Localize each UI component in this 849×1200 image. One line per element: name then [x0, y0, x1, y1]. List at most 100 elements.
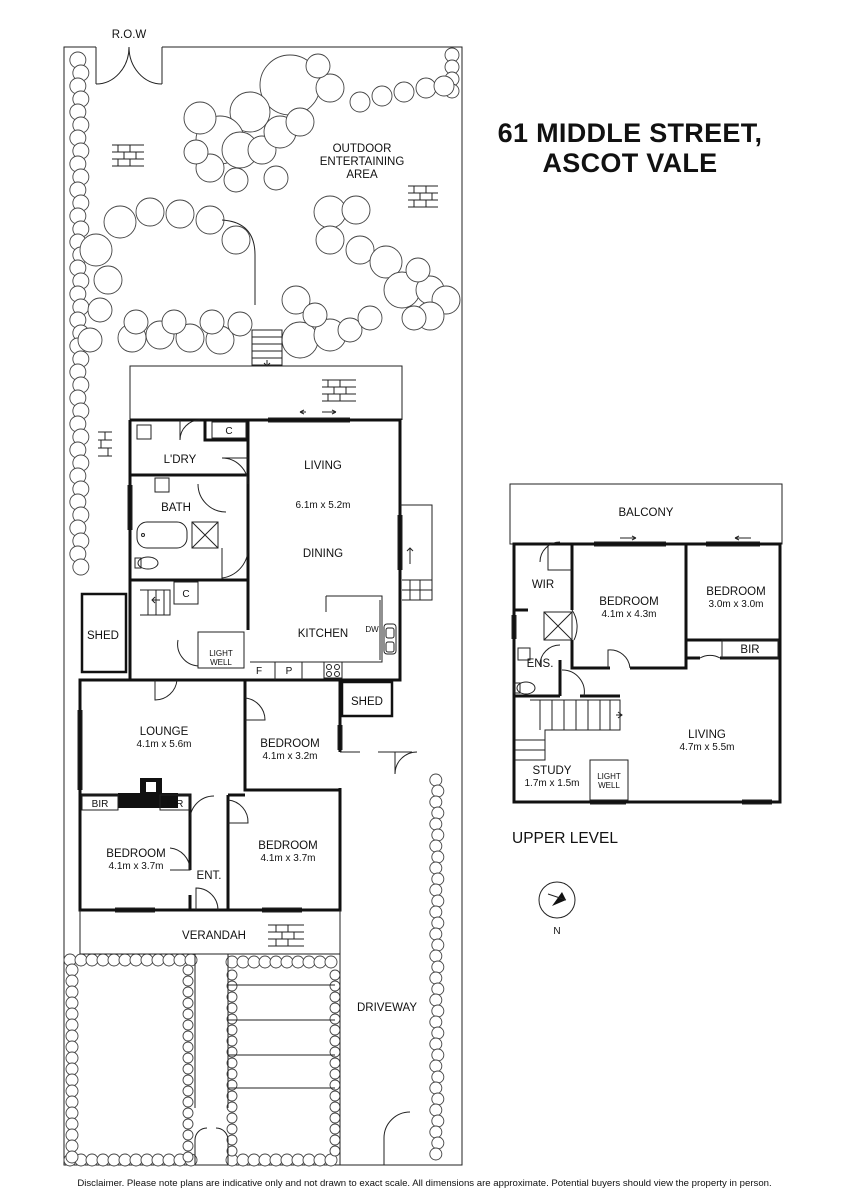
shrub-icon [221, 225, 251, 255]
shrub-icon [329, 980, 341, 992]
shrub-icon [93, 265, 123, 295]
shrub-icon [65, 974, 79, 988]
shrub-icon [74, 953, 88, 967]
upper-windows [511, 535, 772, 805]
shrub-icon [269, 1153, 283, 1167]
shrub-icon [85, 953, 99, 967]
shrub-icon [107, 953, 121, 967]
shrub-icon [393, 81, 415, 103]
upper-bir [721, 639, 779, 659]
shrub-icon [329, 1145, 341, 1157]
dishwasher-label: DW [365, 625, 379, 634]
shrub-icon [431, 1048, 445, 1062]
shrub-icon [329, 991, 341, 1003]
shrub-icon [140, 1153, 154, 1167]
bath-fixtures [134, 424, 219, 570]
shrub-icon [415, 77, 437, 99]
shrub-icon [280, 1153, 294, 1167]
shrub-icon [79, 233, 113, 267]
shrub-icon [302, 302, 328, 328]
shrub-icon [431, 828, 445, 842]
shrub-icon [329, 1123, 341, 1135]
shrub-icon [226, 1035, 238, 1047]
shrub-icon [226, 980, 238, 992]
shrub-icon [65, 1062, 79, 1076]
shrub-icon [65, 1073, 79, 1087]
bedroom-4-label: BEDROOM [258, 840, 317, 852]
garden-trees [63, 47, 461, 1167]
lounge-label: LOUNGE [140, 726, 189, 738]
stairs-right [400, 504, 433, 601]
upper-bedroom-2-label: BEDROOM [706, 586, 765, 598]
sink [383, 623, 397, 655]
shrub-icon [429, 949, 443, 963]
shrub-icon [199, 309, 225, 335]
title-line-2: ASCOT VALE [542, 148, 718, 178]
cupboard-c1-label: C [225, 426, 232, 437]
kitchen-label: KITCHEN [298, 628, 348, 640]
shrub-icon [65, 1150, 79, 1164]
shrub-icon [429, 1037, 443, 1051]
entry-label: ENT. [197, 870, 222, 882]
cupboard-c2-label: C [182, 589, 189, 600]
shrub-icon [183, 139, 209, 165]
shrub-icon [431, 1114, 445, 1128]
row-label: R.O.W [112, 29, 147, 41]
compass-icon [538, 881, 576, 919]
dining-label: DINING [303, 548, 343, 560]
shrub-icon [151, 953, 165, 967]
shrub-icon [281, 321, 319, 359]
shrub-icon [291, 1153, 305, 1167]
shrub-icon [229, 91, 271, 133]
shrub-icon [65, 1139, 79, 1153]
shrub-icon [431, 916, 445, 930]
upper-light-well-label-1: LIGHT [597, 772, 621, 781]
shrub-icon [315, 225, 345, 255]
shrub-icon [401, 305, 427, 331]
shrub-icon [329, 1112, 341, 1124]
shrub-icon [247, 955, 261, 969]
shrub-icon [341, 195, 371, 225]
shrub-icon [345, 235, 375, 265]
shrub-icon [431, 982, 445, 996]
bedroom-3-label: BEDROOM [106, 848, 165, 860]
bedroom-2-dimensions: 4.1m x 3.2m [262, 751, 317, 762]
shrub-icon [329, 969, 341, 981]
shrub-icon [431, 1004, 445, 1018]
shrub-icon [429, 1147, 443, 1161]
shrub-icon [65, 1018, 79, 1032]
shrub-icon [329, 1101, 341, 1113]
shed-right-label: SHED [351, 696, 383, 708]
light-well-label-1: LIGHT [209, 649, 233, 658]
upper-light-well [589, 759, 629, 801]
shrub-icon [429, 1125, 443, 1139]
shrub-icon [182, 1030, 194, 1042]
row-gate [95, 44, 163, 85]
shed-right [340, 680, 394, 718]
upper-bedroom-1-dimensions: 4.1m x 4.3m [601, 609, 656, 620]
shrub-icon [269, 955, 283, 969]
shrub-icon [65, 1051, 79, 1065]
outdoor-label-3: AREA [346, 169, 378, 181]
living-dimensions: 6.1m x 5.2m [295, 500, 350, 511]
shrub-icon [182, 1085, 194, 1097]
ground-stairs [140, 589, 171, 616]
shrub-icon [65, 996, 79, 1010]
shrub-icon [175, 323, 205, 353]
shrub-icon [431, 1026, 445, 1040]
shrub-icon [226, 1101, 238, 1113]
shrub-icon [429, 817, 443, 831]
shrub-icon [182, 1041, 194, 1053]
shrub-icon [281, 285, 311, 315]
fridge-label: F [256, 666, 262, 677]
shrub-icon [429, 1015, 443, 1029]
cooktop [323, 661, 343, 679]
compass-label: N [553, 926, 560, 937]
shrub-icon [182, 986, 194, 998]
shrub-icon [161, 309, 187, 335]
shrub-icon [226, 1002, 238, 1014]
shrub-icon [431, 1092, 445, 1106]
shrub-icon [429, 905, 443, 919]
shrub-icon [313, 955, 327, 969]
rear-deck [129, 365, 403, 420]
